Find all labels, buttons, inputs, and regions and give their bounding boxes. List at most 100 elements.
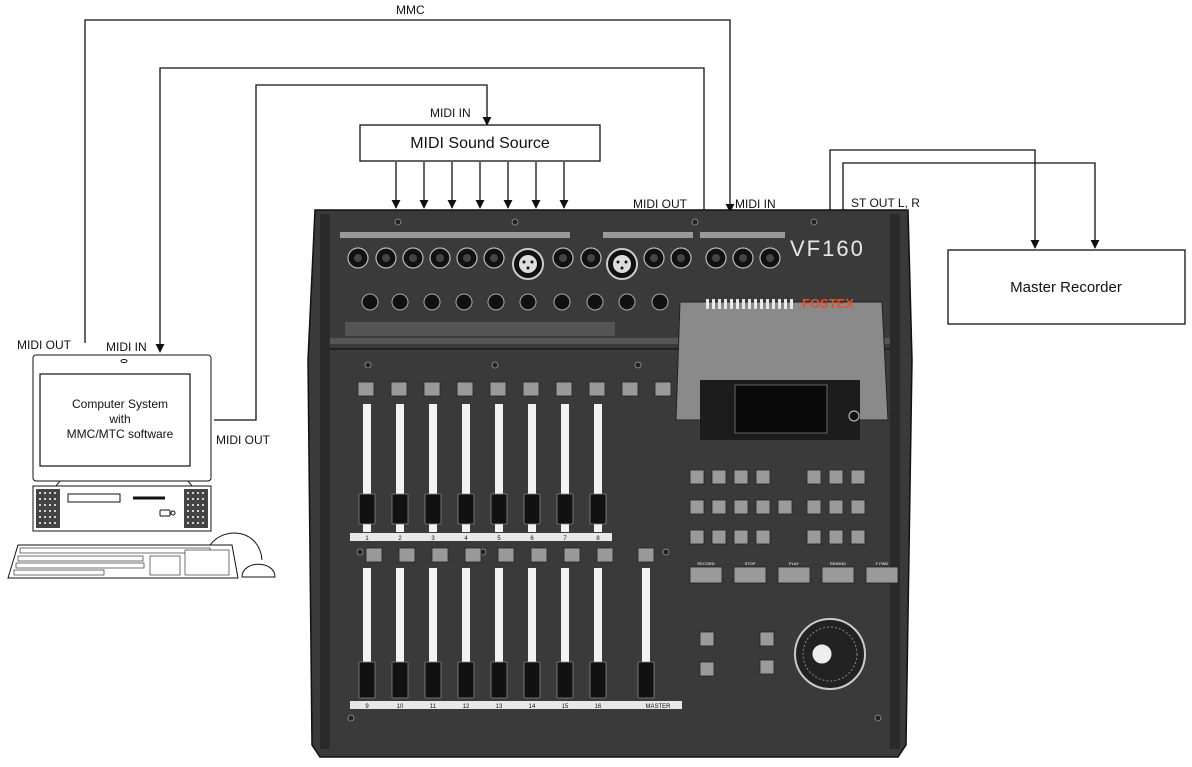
fader-knob[interactable] [424,661,442,699]
fader-knob[interactable] [358,493,376,525]
fast-forward-button[interactable] [865,566,899,584]
control-button[interactable] [828,499,844,515]
control-button[interactable] [711,499,727,515]
channel-number: 4 [464,536,468,542]
midi-sound-source-label: MIDI Sound Source [410,135,550,152]
channel-button[interactable] [497,547,515,563]
channel-number: 6 [530,536,534,542]
fader-knob[interactable] [523,493,541,525]
channel-button[interactable] [398,547,416,563]
channel-button[interactable] [423,381,441,397]
channel-button[interactable] [555,381,573,397]
control-button[interactable] [759,659,775,675]
st-out-cable-r [842,162,1100,249]
channel-button[interactable] [530,547,548,563]
channel-button[interactable] [456,381,474,397]
channel-number: 13 [496,704,503,710]
mixer-midi-in-label: MIDI IN [735,197,776,211]
fader-knob[interactable] [391,661,409,699]
fader-knob[interactable] [589,661,607,699]
channel-number: 5 [497,536,501,542]
channel-button[interactable] [637,547,655,563]
control-button[interactable] [689,499,705,515]
fader-knob[interactable] [424,493,442,525]
mixer-midi-out-label: MIDI OUT [633,197,688,211]
control-button[interactable] [733,529,749,545]
channel-number: 11 [430,704,437,710]
control-button[interactable] [755,469,771,485]
channel-button[interactable] [563,547,581,563]
st-out-label: ST OUT L, R [851,196,920,210]
record-label: RECORD [697,561,714,566]
control-button[interactable] [828,529,844,545]
control-button[interactable] [755,529,771,545]
fader-knob[interactable] [490,661,508,699]
channel-button[interactable] [654,381,672,397]
control-button[interactable] [733,499,749,515]
computer-midi-in-label: MIDI IN [106,340,147,354]
control-button[interactable] [689,529,705,545]
channel-button[interactable] [588,381,606,397]
control-button[interactable] [755,499,771,515]
channel-button[interactable] [390,381,408,397]
channel-number: 8 [596,536,600,542]
record-button[interactable] [689,566,723,584]
fader-knob[interactable] [358,661,376,699]
master-recorder: Master Recorder [947,249,1186,325]
channel-button[interactable] [621,381,639,397]
channel-number: 15 [562,704,569,710]
channel-button[interactable] [365,547,383,563]
fader-knob[interactable] [457,661,475,699]
computer-base [32,485,212,532]
control-button[interactable] [806,499,822,515]
rewind-button[interactable] [821,566,855,584]
channel-number: 16 [595,704,602,710]
control-button[interactable] [850,499,866,515]
fader-knob[interactable] [556,493,574,525]
channel-number: 10 [397,704,404,710]
channel-button[interactable] [431,547,449,563]
fader-knob[interactable] [589,493,607,525]
connection-lines [84,19,1100,421]
control-button[interactable] [711,529,727,545]
jog-wheel[interactable] [794,618,866,690]
channel-button[interactable] [357,381,375,397]
computer-label-3: MMC/MTC software [67,427,174,441]
control-button[interactable] [711,469,727,485]
fader-knob[interactable] [391,493,409,525]
master-fader-knob[interactable] [637,661,655,699]
control-button[interactable] [850,529,866,545]
channel-button[interactable] [464,547,482,563]
control-button[interactable] [850,469,866,485]
channel-number: 3 [431,536,435,542]
channel-button[interactable] [596,547,614,563]
power-button[interactable] [848,410,860,422]
fader-knob[interactable] [523,661,541,699]
play-button[interactable] [777,566,811,584]
fader-knob[interactable] [490,493,508,525]
control-button[interactable] [759,631,775,647]
computer-midi-out-side-label: MIDI OUT [216,433,271,447]
channel-button[interactable] [522,381,540,397]
floppy-drive-icon [67,493,121,503]
play-label: PLAY [789,561,799,566]
computer-label-2: with [108,412,130,426]
model-logo: VF160 [790,236,865,261]
fader-knob[interactable] [556,661,574,699]
midi-sound-source: MIDI Sound Source [359,124,601,162]
mmc-label: MMC [396,3,425,17]
control-button[interactable] [699,631,715,647]
fader-knob[interactable] [457,493,475,525]
control-button[interactable] [689,469,705,485]
sound-source-midi-in-label: MIDI IN [430,106,471,120]
mmc-cable [84,19,735,343]
control-button[interactable] [733,469,749,485]
control-button[interactable] [828,469,844,485]
master-label: MASTER [645,704,671,710]
control-button[interactable] [699,661,715,677]
control-button[interactable] [777,499,793,515]
control-button[interactable] [806,469,822,485]
control-button[interactable] [806,529,822,545]
stop-button[interactable] [733,566,767,584]
channel-button[interactable] [489,381,507,397]
